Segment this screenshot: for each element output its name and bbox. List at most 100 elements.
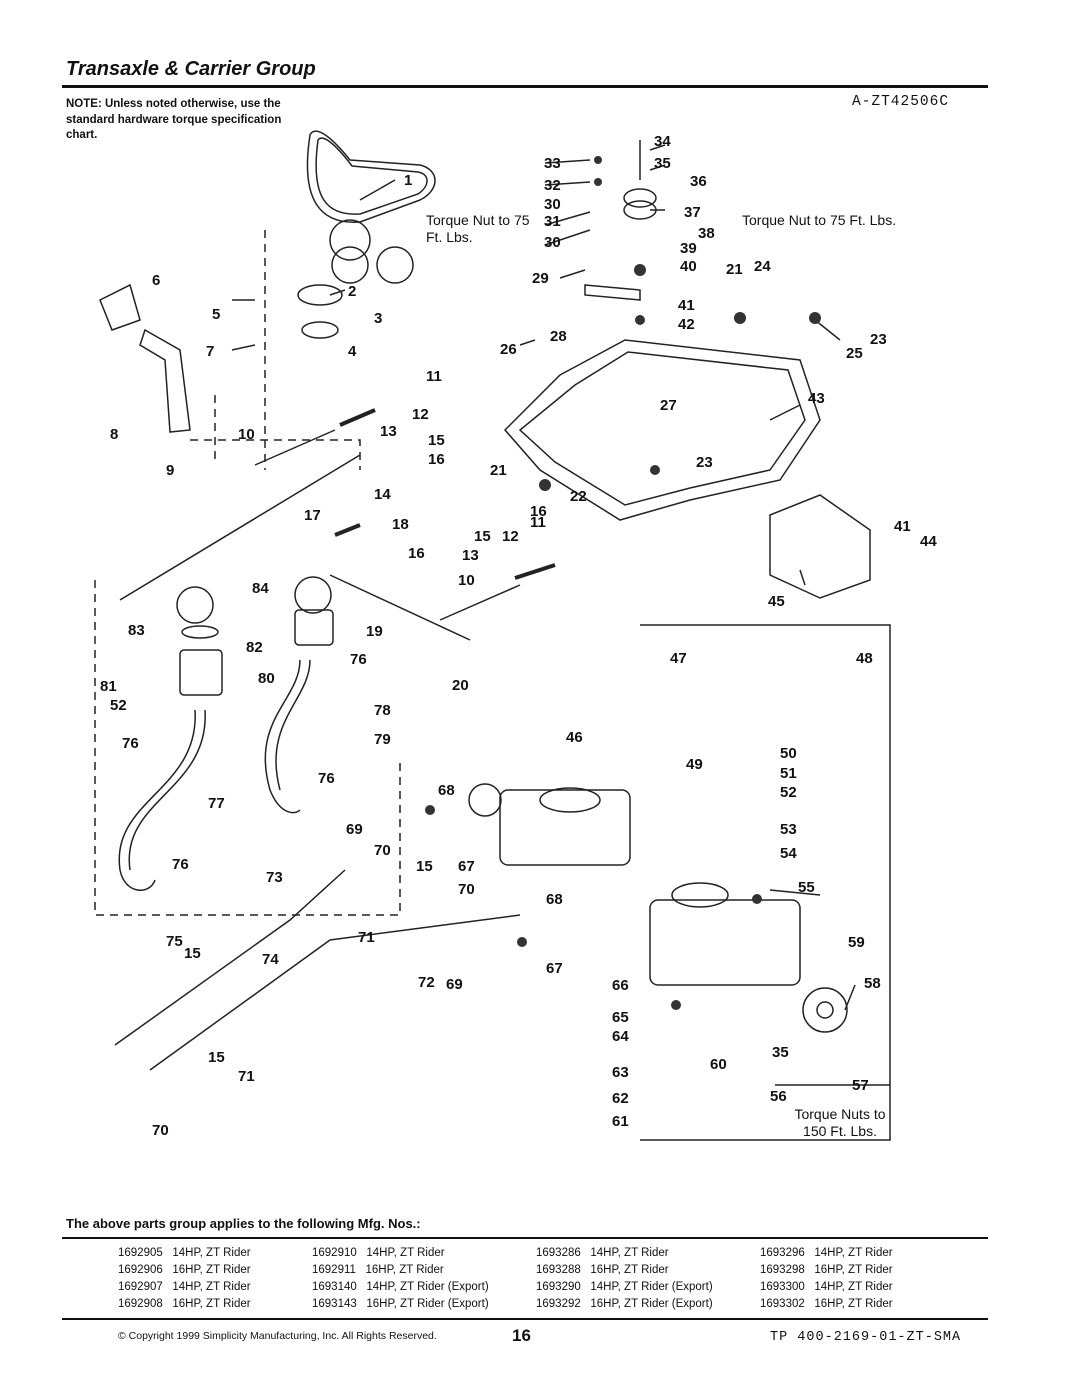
mfg-description: 16HP, ZT Rider <box>172 1298 251 1310</box>
callout-label: 56 <box>770 1088 787 1105</box>
callout-label: 40 <box>680 258 697 275</box>
callout-label: 12 <box>502 528 519 545</box>
callout-label: 69 <box>346 821 363 838</box>
callout-label: 66 <box>612 977 629 994</box>
mfg-description: 16HP, ZT Rider <box>172 1264 251 1276</box>
callout-label: 47 <box>670 650 687 667</box>
mfg-row: 1693296 14HP, ZT Rider <box>760 1245 893 1262</box>
callout-label: 62 <box>612 1090 629 1107</box>
callout-label: 16 <box>428 451 445 468</box>
callout-label: 30 <box>544 196 561 213</box>
callout-label: 65 <box>612 1009 629 1026</box>
callout-label: 76 <box>318 770 335 787</box>
mfg-number: 1692911 <box>312 1264 356 1276</box>
callout-label: 57 <box>852 1077 869 1094</box>
callout-label: 38 <box>698 225 715 242</box>
mfg-number: 1692906 <box>118 1264 163 1276</box>
callout-label: 81 <box>100 678 117 695</box>
torque-note-center: Torque Nut to 75 Ft. Lbs. <box>426 212 530 245</box>
mfg-row: 1692907 14HP, ZT Rider <box>118 1279 251 1296</box>
callout-label: 20 <box>452 677 469 694</box>
page-title: Transaxle & Carrier Group <box>66 58 316 80</box>
mfg-number: 1693143 <box>312 1298 357 1310</box>
callout-label: 42 <box>678 316 695 333</box>
mfg-description: 16HP, ZT Rider <box>590 1264 669 1276</box>
callout-label: 10 <box>238 426 255 443</box>
callout-label: 26 <box>500 341 517 358</box>
callout-label: 16 <box>530 503 547 520</box>
callout-label: 15 <box>416 858 433 875</box>
callout-label: 77 <box>208 795 225 812</box>
callout-label: 68 <box>438 782 455 799</box>
callout-label: 24 <box>754 258 771 275</box>
mfg-description: 16HP, ZT Rider (Export) <box>366 1298 489 1310</box>
callout-label: 76 <box>172 856 189 873</box>
mfg-description: 14HP, ZT Rider (Export) <box>366 1281 489 1293</box>
callout-label: 15 <box>474 528 491 545</box>
header-rule <box>62 85 988 88</box>
callout-label: 29 <box>532 270 549 287</box>
callout-label: 8 <box>110 426 119 443</box>
callout-label: 52 <box>110 697 127 714</box>
callout-label: 61 <box>612 1113 629 1130</box>
callout-label: 22 <box>570 488 587 505</box>
callout-label: 27 <box>660 397 677 414</box>
callout-label: 63 <box>612 1064 629 1081</box>
copyright: © Copyright 1999 Simplicity Manufacturin… <box>118 1330 437 1342</box>
torque-note-right: Torque Nut to 75 Ft. Lbs. <box>742 212 897 228</box>
torque-note: NOTE: Unless noted otherwise, use the st… <box>66 98 282 141</box>
callout-label: 45 <box>768 593 785 610</box>
callout-label: 31 <box>544 213 561 230</box>
mfg-number: 1693140 <box>312 1281 357 1293</box>
callout-label: 64 <box>612 1028 629 1045</box>
callout-label: 75 <box>166 933 183 950</box>
callout-label: 50 <box>780 745 797 762</box>
callout-label: 69 <box>446 976 463 993</box>
callout-label: 19 <box>366 623 383 640</box>
mfg-number: 1693292 <box>536 1298 581 1310</box>
mfg-number: 1692908 <box>118 1298 163 1310</box>
callout-label: 58 <box>864 975 881 992</box>
callout-label: 25 <box>846 345 863 362</box>
mfg-number: 1693300 <box>760 1281 805 1293</box>
callout-label: 70 <box>152 1122 169 1139</box>
callout-label: 51 <box>780 765 797 782</box>
callout-label: 11 <box>426 368 442 385</box>
callout-label: 2 <box>348 283 357 300</box>
mfg-row: 1693288 16HP, ZT Rider <box>536 1262 713 1279</box>
callout-label: 48 <box>856 650 873 667</box>
callout-label: 67 <box>546 960 563 977</box>
callout-label: 78 <box>374 702 391 719</box>
callout-label: 12 <box>412 406 429 423</box>
callout-label: 30 <box>544 234 561 251</box>
callout-label: 10 <box>458 572 475 589</box>
callout-label: 71 <box>238 1068 255 1085</box>
callout-label: 9 <box>166 462 175 479</box>
callout-label: 18 <box>392 516 409 533</box>
callout-label: 1 <box>404 172 413 189</box>
mfg-row: 1692910 14HP, ZT Rider <box>312 1245 489 1262</box>
mfg-number: 1693286 <box>536 1247 581 1259</box>
callout-label: 73 <box>266 869 283 886</box>
callout-label: 13 <box>380 423 397 440</box>
callout-label: 71 <box>358 929 375 946</box>
callout-label: 60 <box>710 1056 727 1073</box>
mfg-row: 1693300 14HP, ZT Rider <box>760 1279 893 1296</box>
page-number: 16 <box>512 1326 531 1345</box>
mfg-number: 1693298 <box>760 1264 805 1276</box>
callout-label: 53 <box>780 821 797 838</box>
callout-label: 76 <box>350 651 367 668</box>
callout-label: 15 <box>208 1049 225 1066</box>
mfg-row: 1692906 16HP, ZT Rider <box>118 1262 251 1279</box>
mfg-row: 1692905 14HP, ZT Rider <box>118 1245 251 1262</box>
callout-label: 54 <box>780 845 797 862</box>
mfg-number: 1692905 <box>118 1247 163 1259</box>
mfg-description: 14HP, ZT Rider <box>590 1247 669 1259</box>
callout-label: 79 <box>374 731 391 748</box>
callout-label: 49 <box>686 756 703 773</box>
callout-label: 21 <box>726 261 743 278</box>
mfg-description: 14HP, ZT Rider (Export) <box>590 1281 713 1293</box>
callout-label: 72 <box>418 974 435 991</box>
callout-label: 14 <box>374 486 391 503</box>
mfg-row: 1692908 16HP, ZT Rider <box>118 1296 251 1313</box>
